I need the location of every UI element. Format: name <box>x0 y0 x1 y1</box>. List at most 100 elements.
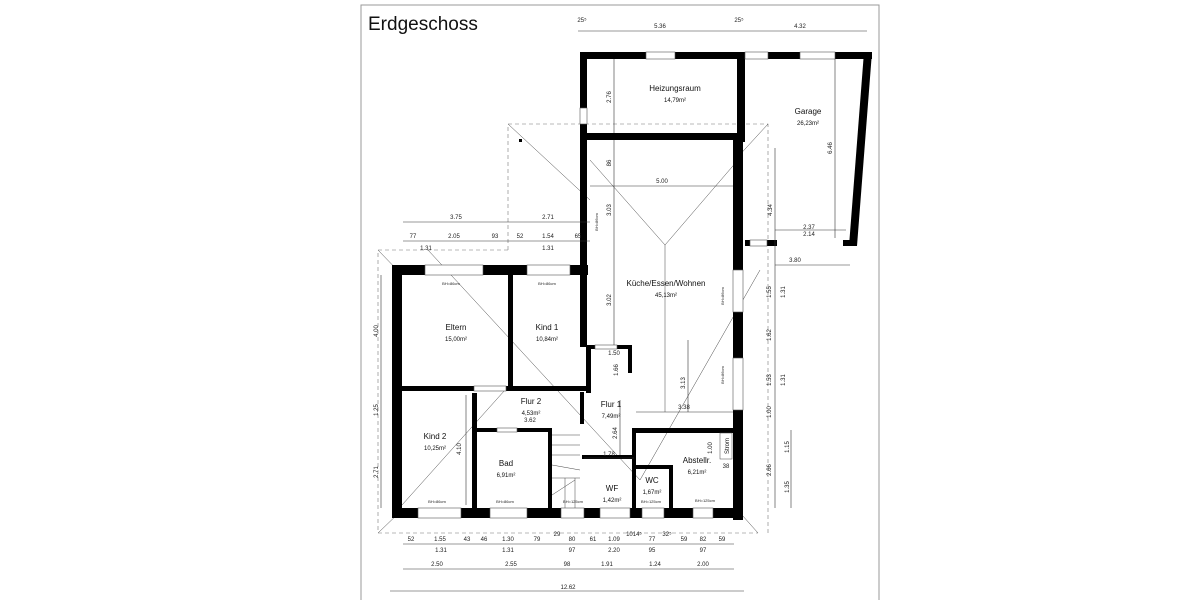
dimension-label-bottom-row1: 1014⁵ <box>626 531 642 538</box>
dimension-label-top: 25⁵ <box>734 17 744 24</box>
dimension-label-bottom-row2: 1.91 <box>601 562 613 568</box>
room-name-label: Bad <box>499 459 513 468</box>
dimension-label-bottom-row1: 80 <box>569 537 576 543</box>
dimension-label-top: 25⁵ <box>577 17 587 24</box>
dimension-label-upper-left: 65 <box>575 234 582 240</box>
dimension-label-bottom-row1-sub: 2.20 <box>608 548 620 554</box>
dimension-label-left: 1.25 <box>374 404 380 416</box>
dimension-label-bottom-row1: 82 <box>700 537 707 543</box>
dimension-label-right: 1.31 <box>781 374 787 386</box>
dimension-label-left: 2.71 <box>374 466 380 478</box>
dimension-label-left: 4.10 <box>457 443 463 455</box>
room-name-label: Abstellr. <box>683 456 711 465</box>
dimension-label-upper-left: 1.31 <box>420 246 432 252</box>
dimension-lines <box>380 30 867 592</box>
room-name-label: Flur 1 <box>601 400 622 409</box>
dimension-label-interior: 1.66 <box>614 364 620 376</box>
dimension-label-bottom-row2: 2.50 <box>431 562 443 568</box>
dimension-label-bottom-row1: 32⁵ <box>662 531 672 538</box>
room-area-label: 1,67m² <box>643 490 662 496</box>
room-area-label: 4,53m² <box>522 411 541 417</box>
roof-outline <box>377 123 769 534</box>
dimension-label-bottom-row1-sub: 97 <box>569 548 576 554</box>
parapet-height-label: BH=125cm <box>563 499 584 504</box>
parapet-height-label: BH=86cm <box>594 213 599 231</box>
dimension-label-bottom-row1-sub: 1.31 <box>435 548 447 554</box>
room-area-label: 1,42m² <box>603 498 622 504</box>
room-name-label: Kind 2 <box>424 432 447 441</box>
dimension-label-bottom-row1: 29 <box>554 532 561 538</box>
dimension-label-upper-left: 2.71 <box>542 215 554 221</box>
parapet-height-label: BH=86cm <box>428 499 446 504</box>
room-area-label: 45,13m² <box>655 293 677 299</box>
dimension-label-upper-left: 3.75 <box>450 215 462 221</box>
dimension-label-bottom-row1: 1.09 <box>608 537 620 543</box>
dimension-label-garage: 2.37 <box>803 225 815 231</box>
dimension-label-bottom-row1: 59 <box>719 537 726 543</box>
walls <box>392 51 872 520</box>
dimension-label-upper-left: 1.31 <box>542 246 554 252</box>
room-name-label: Flur 2 <box>521 397 542 406</box>
room-area-label: 14,79m² <box>664 98 686 104</box>
dimension-label-interior: 3.02 <box>607 294 613 306</box>
dimension-label-left: 4.00 <box>374 325 380 337</box>
dimension-label-right: 1.15 <box>785 441 791 453</box>
dimension-label-bottom-row1: 1.30 <box>502 537 514 543</box>
room-area-label: 26,23m² <box>797 121 819 127</box>
dimension-label-bottom-row1-sub: 1.31 <box>502 548 514 554</box>
dimension-label-bottom-row1: 59 <box>681 537 688 543</box>
parapet-height-label: BH=125cm <box>695 498 716 503</box>
dimension-label-bottom-row2: 2.00 <box>697 562 709 568</box>
dimension-label-right: 1.62 <box>767 329 773 341</box>
dimension-label-right: 1.31 <box>781 286 787 298</box>
dimension-label-bottom-row1: 46 <box>481 537 488 543</box>
dimension-label-garage: 6.46 <box>828 142 834 154</box>
dimension-label-interior: 86 <box>607 159 613 166</box>
room-name-label: WC <box>645 476 659 485</box>
dimension-label-overall: 12.62 <box>560 585 576 591</box>
dimension-label-bottom-row1: 79 <box>534 537 541 543</box>
dimension-label-bottom-row2: 1.24 <box>649 562 661 568</box>
parapet-height-label: BH=86cm <box>538 281 556 286</box>
dimension-label-upper-left: 2.05 <box>448 234 460 240</box>
parapet-height-label: BH=86cm <box>496 499 514 504</box>
staircase <box>551 434 581 508</box>
dimension-label-interior: 2.64 <box>613 427 619 439</box>
dimension-label-upper-left: 93 <box>492 234 499 240</box>
dimension-label-right: 2.66 <box>767 464 773 476</box>
dimension-label-interior: 3.38 <box>678 405 690 411</box>
dimension-label-right: 1.53 <box>767 374 773 386</box>
dimension-label-interior: 1.50 <box>608 351 620 357</box>
dimension-label-bottom-row1: 43 <box>464 537 471 543</box>
room-area-label: 15,00m² <box>445 337 467 343</box>
dimension-label-interior: 1.78 <box>603 452 615 458</box>
dimension-label-bottom-row1: 77 <box>649 537 656 543</box>
dimension-label-bottom-row2: 2.55 <box>505 562 517 568</box>
dimension-label-top: 5.36 <box>654 24 666 30</box>
dimension-label-right: 1.00 <box>767 406 773 418</box>
dimension-label-upper-left: 77 <box>410 234 417 240</box>
dimension-label-garage: 2.14 <box>803 232 815 238</box>
parapet-height-label: BH=86cm <box>720 287 725 305</box>
room-name-label: WF <box>606 484 619 493</box>
sheet-frame <box>360 4 880 600</box>
storage-label: Strom <box>725 438 731 454</box>
dimension-label-top: 4.32 <box>794 24 806 30</box>
dimension-label-interior: 2.76 <box>607 91 613 103</box>
room-name-label: Heizungsraum <box>649 84 701 93</box>
room-name-label: Eltern <box>446 323 467 332</box>
dimension-label-right: 1.55 <box>767 286 773 298</box>
dimension-label-bottom-row1-sub: 97 <box>700 548 707 554</box>
dimension-label-bottom-row1: 61 <box>590 537 597 543</box>
room-area-label: 10,25m² <box>424 446 446 452</box>
parapet-height-label: BH=86cm <box>720 366 725 384</box>
dimension-label-upper-left: 52 <box>517 234 524 240</box>
plan-title: Erdgeschoss <box>368 14 478 35</box>
dimension-label-interior: 3.03 <box>607 204 613 216</box>
room-name-label: Garage <box>795 107 822 116</box>
dimension-label-interior: 5.00 <box>656 179 668 185</box>
parapet-height-label: BH=86cm <box>442 281 460 286</box>
dimension-label-interior: 1.00 <box>708 442 714 454</box>
dimension-label-garage: 4.34 <box>768 204 774 216</box>
